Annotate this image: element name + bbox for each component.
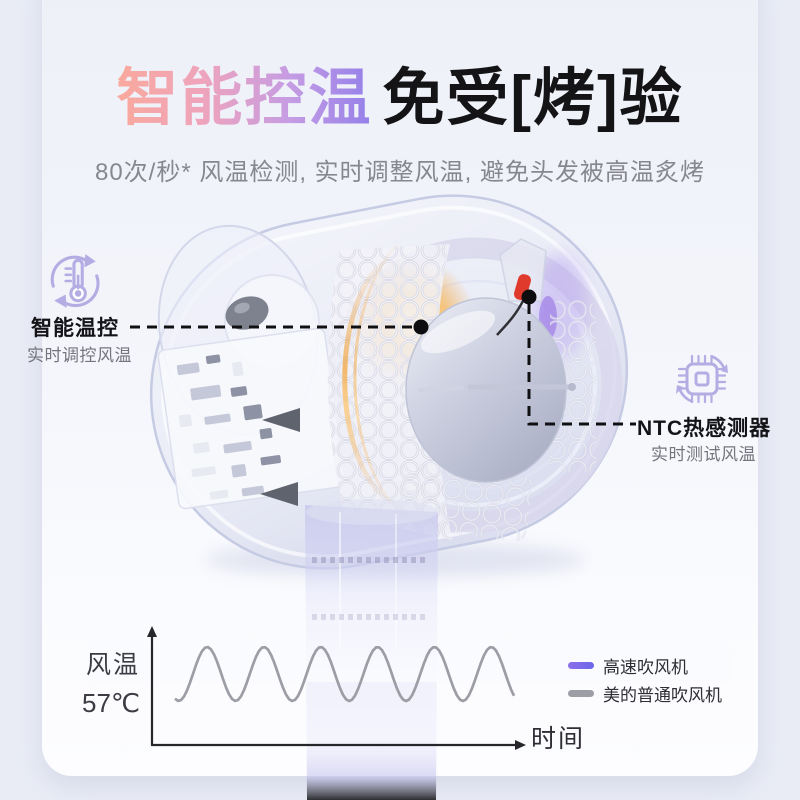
chart-baseline-temperature: 57℃ [82,688,141,718]
callout-right-title: NTC热感测器 [637,417,772,440]
chart-x-axis-label: 时间 [531,725,586,753]
callout-left-desc: 实时调控风温 [27,346,132,365]
page-title: 智能控温免受[烤]验 [0,68,800,130]
callout-right-desc: 实时测试风温 [651,445,756,464]
chart-y-axis-label: 风温 [86,651,141,679]
chip-icon [676,354,728,404]
title-accent-text: 智能控温 [116,64,382,133]
callout-left-title: 智能温控 [31,317,119,340]
legend-label-highspeed: 高速吹风机 [603,658,688,677]
title-main-text: 免受[烤]验 [382,64,684,133]
thermometer-refresh-icon [50,254,100,308]
legend-swatch-highspeed [568,662,594,669]
legend-item-highspeed: 高速吹风机 [568,653,688,678]
legend-swatch-ordinary [568,690,594,697]
legend-label-ordinary: 美的普通吹风机 [603,686,722,705]
page-subtitle: 80次/秒* 风温检测, 实时调整风温, 避免头发被高温炙烤 [94,159,706,186]
legend-item-ordinary: 美的普通吹风机 [568,681,722,706]
